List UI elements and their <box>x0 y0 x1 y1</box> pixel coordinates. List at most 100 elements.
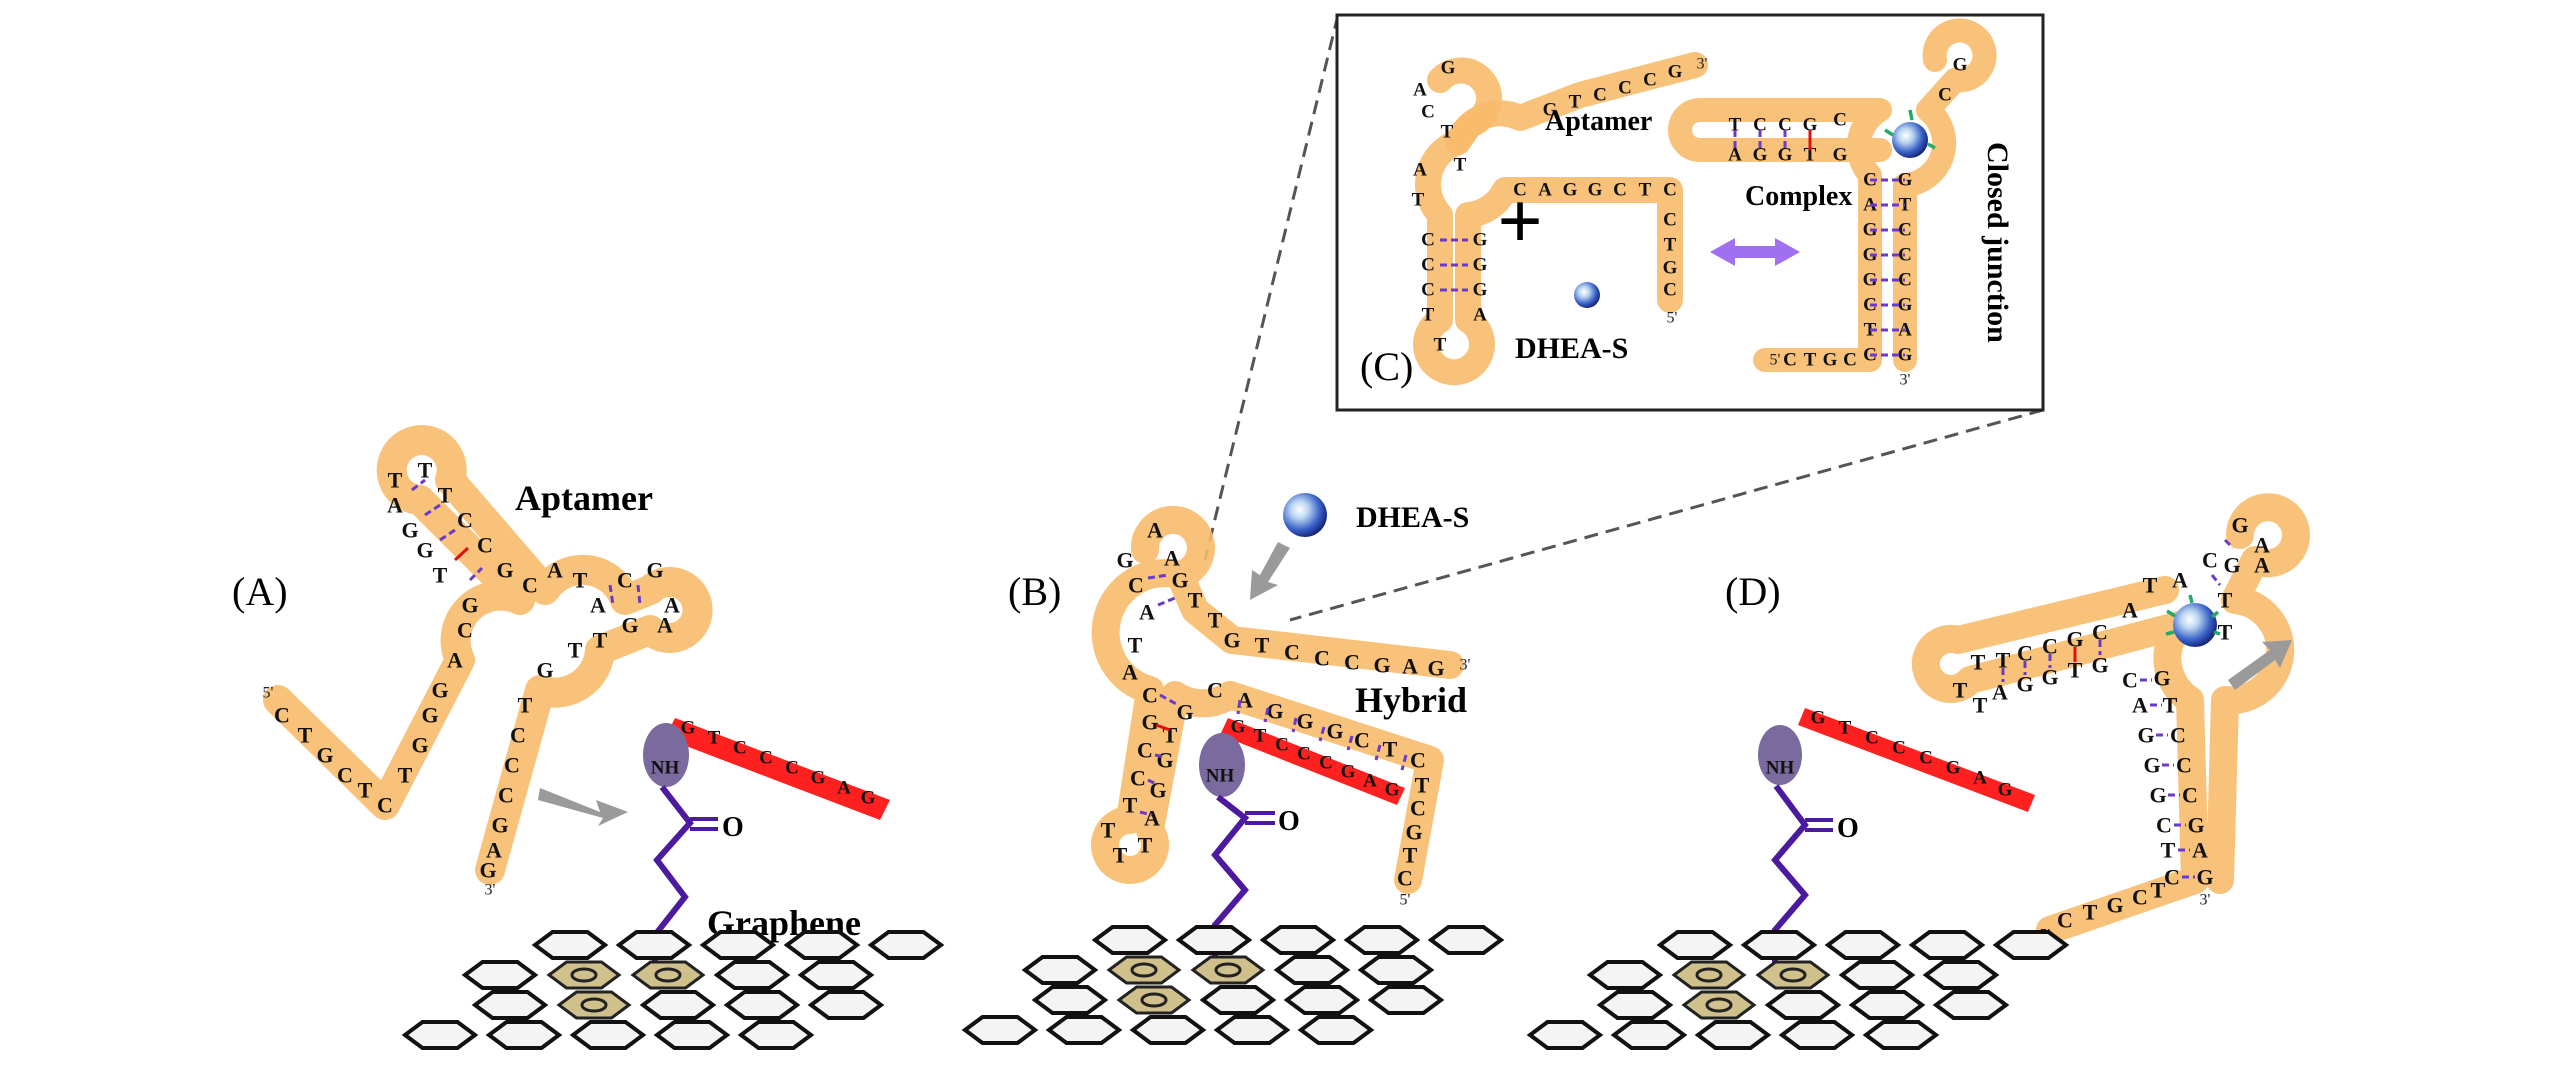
svg-text:T: T <box>1804 350 1817 371</box>
svg-text:G: G <box>861 788 876 809</box>
approach-arrow-icon <box>538 788 628 826</box>
svg-text:A: A <box>1363 771 1377 792</box>
svg-text:G: G <box>1663 258 1678 279</box>
svg-text:G: G <box>1588 180 1603 201</box>
graphene-ring <box>569 1020 647 1050</box>
svg-text:T: T <box>1113 843 1128 868</box>
svg-text:T: T <box>388 468 403 493</box>
graphene-ring <box>1091 925 1169 955</box>
svg-text:G: G <box>1946 758 1961 779</box>
graphene-ring <box>1824 930 1902 960</box>
svg-text:G: G <box>1385 780 1400 801</box>
graphene-ring <box>1526 1020 1604 1050</box>
svg-text:G: G <box>421 703 438 728</box>
svg-text:G: G <box>1753 145 1768 166</box>
svg-text:C: C <box>1618 78 1632 99</box>
svg-text:C: C <box>1344 650 1360 675</box>
graphene-ring <box>723 990 801 1020</box>
svg-text:G: G <box>491 813 508 838</box>
svg-text:C: C <box>1284 640 1300 665</box>
svg-text:G: G <box>1811 708 1826 729</box>
panel-c-label: (C) <box>1360 344 1413 389</box>
complex-3prime: 3' <box>1900 372 1911 389</box>
graphene-ring <box>653 1020 731 1050</box>
svg-text:G: G <box>1898 345 1913 366</box>
svg-text:G: G <box>1141 710 1158 735</box>
svg-text:G: G <box>1176 700 1193 725</box>
svg-text:G: G <box>1778 145 1793 166</box>
svg-text:G: G <box>1473 230 1488 251</box>
panel-d-dna-anchor <box>1798 708 2035 812</box>
panel-d-graphene-sheet <box>1526 930 2070 1050</box>
svg-text:T: T <box>1383 737 1398 762</box>
svg-text:C: C <box>2170 723 2186 748</box>
svg-text:C: C <box>1410 796 1426 821</box>
svg-text:T: T <box>518 693 533 718</box>
svg-text:T: T <box>1415 773 1430 798</box>
svg-text:T: T <box>2218 620 2233 645</box>
graphene-ring <box>1908 930 1986 960</box>
svg-text:C: C <box>1643 70 1657 91</box>
graphene-ring <box>783 930 861 960</box>
svg-text:T: T <box>1208 608 1223 633</box>
svg-text:C: C <box>2202 548 2218 573</box>
svg-text:T: T <box>2068 658 2083 683</box>
graphene-ring <box>1932 990 2010 1020</box>
svg-text:T: T <box>2143 573 2158 598</box>
svg-text:C: C <box>2156 813 2172 838</box>
hybrid-label: Hybrid <box>1355 680 1467 720</box>
graphene-ring <box>1848 990 1926 1020</box>
aromatic-ring-marker <box>654 967 682 983</box>
svg-text:G: G <box>401 518 418 543</box>
svg-text:G: G <box>1231 717 1246 738</box>
svg-text:T: T <box>1639 180 1652 201</box>
svg-text:C: C <box>2122 668 2138 693</box>
svg-text:C: C <box>2042 634 2058 659</box>
graphene-ring <box>471 990 549 1020</box>
svg-text:G: G <box>1116 548 1133 573</box>
svg-text:A: A <box>1413 160 1427 181</box>
aromatic-ring-marker <box>1695 967 1723 983</box>
graphene-ring <box>1427 925 1505 955</box>
svg-text:A: A <box>2172 568 2188 593</box>
panel-b-dna-anchor <box>1220 718 1405 805</box>
panel-b-5prime: 5' <box>1400 892 1411 909</box>
svg-text:G: G <box>621 613 638 638</box>
graphene-functionalized-ring <box>1106 955 1182 985</box>
svg-text:A: A <box>1402 654 1418 679</box>
svg-text:T: T <box>1454 155 1467 176</box>
svg-text:C: C <box>1421 280 1435 301</box>
svg-text:G: G <box>1441 58 1456 79</box>
svg-text:T: T <box>418 458 433 483</box>
graphene-ring <box>461 960 539 990</box>
svg-text:C: C <box>457 618 473 643</box>
panel-b-dhea-s-label: DHEA-S <box>1356 501 1469 534</box>
svg-text:C: C <box>617 568 633 593</box>
svg-text:G: G <box>479 858 496 883</box>
svg-text:A: A <box>2254 553 2270 578</box>
svg-text:C: C <box>504 753 520 778</box>
svg-text:G: G <box>416 538 433 563</box>
panel-b-oxygen-label: O <box>1278 806 1300 837</box>
svg-text:T: T <box>1664 235 1677 256</box>
svg-text:C: C <box>1314 646 1330 671</box>
svg-text:G: G <box>1898 170 1913 191</box>
aromatic-ring-marker <box>570 967 598 983</box>
graphene-ring <box>1343 925 1421 955</box>
svg-text:G: G <box>2223 553 2240 578</box>
svg-text:A: A <box>657 613 673 638</box>
svg-text:A: A <box>1473 305 1487 326</box>
graphene-ring <box>531 930 609 960</box>
graphene-ring <box>1021 955 1099 985</box>
svg-text:C: C <box>1130 766 1146 791</box>
svg-text:T: T <box>1434 335 1447 356</box>
svg-text:G: G <box>2106 893 2123 918</box>
svg-text:T: T <box>1128 633 1143 658</box>
svg-text:C: C <box>2017 641 2033 666</box>
svg-text:C: C <box>1938 85 1952 106</box>
graphene-ring <box>1367 985 1445 1015</box>
panel-b-nh-label: NH <box>1206 766 1235 787</box>
svg-text:A: A <box>1122 660 1138 685</box>
